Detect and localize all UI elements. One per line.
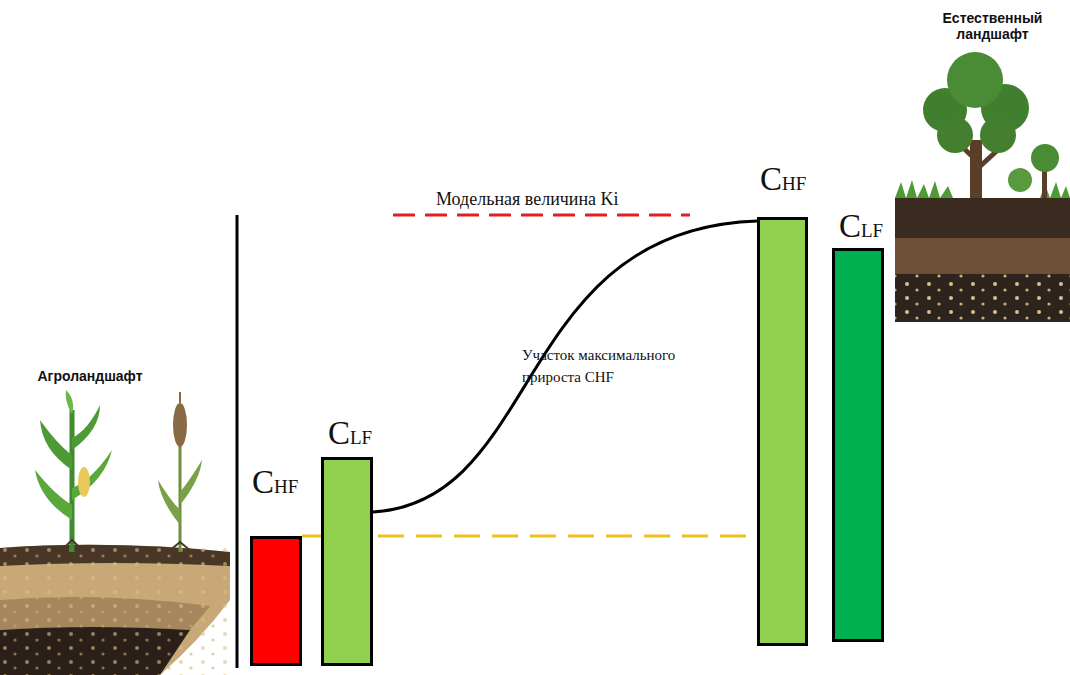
model-label: Модельная величина Ki xyxy=(436,186,696,212)
landscape-label: Естественный ландшафт xyxy=(930,10,1055,42)
bar: CLF xyxy=(321,457,373,666)
bar: CHF xyxy=(757,217,808,646)
bar: CLF xyxy=(832,248,884,642)
bar-label: CHF xyxy=(760,163,806,196)
bar-label: CHF xyxy=(252,466,298,499)
agro-illustration xyxy=(0,390,230,675)
annotation: Участок максимального прироста CHF xyxy=(522,345,732,389)
axis-line xyxy=(236,215,239,668)
bar-label: CLF xyxy=(839,210,883,243)
bar: CHF xyxy=(250,536,302,666)
growth-curve xyxy=(373,221,757,512)
model-line xyxy=(393,214,690,217)
bar-label: CLF xyxy=(328,417,372,450)
landscape-label: Агроландшафт xyxy=(10,368,170,384)
natural-illustration xyxy=(895,52,1070,322)
